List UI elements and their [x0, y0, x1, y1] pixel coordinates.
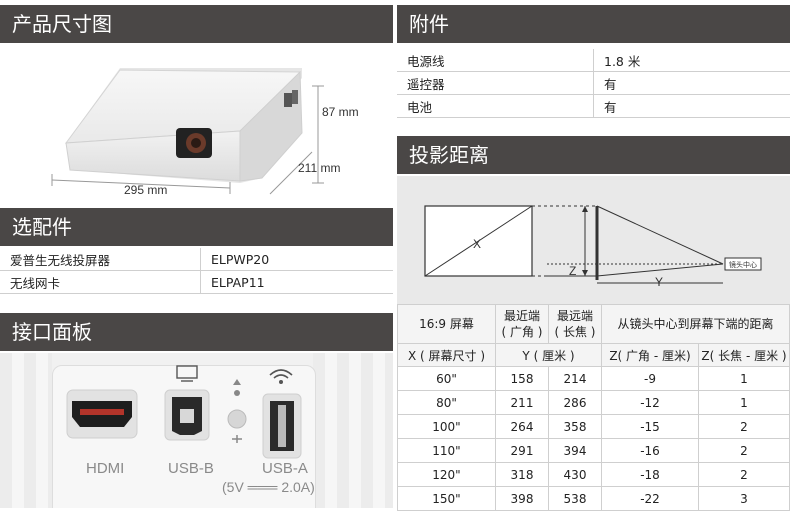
cell: 158	[495, 366, 549, 391]
table-header-row: 16:9 屏幕 最近端 ( 广角 ) 最远端 ( 长焦 ) 从镜头中心到屏幕下端…	[397, 304, 790, 344]
option-model: ELPWP20	[200, 248, 393, 271]
col-header: 从镜头中心到屏幕下端的距离	[601, 304, 790, 344]
option-model: ELPAP11	[200, 270, 393, 294]
diagram-z: Z	[569, 264, 576, 278]
cell: 150"	[397, 486, 496, 511]
usb-a-label: USB-A	[262, 460, 308, 477]
section-header-accessories: 附件	[397, 5, 790, 43]
section-header-interface: 接口面板	[0, 313, 393, 351]
cell: 398	[495, 486, 549, 511]
cell: -18	[601, 462, 699, 487]
cell: -9	[601, 366, 699, 391]
cell: 2	[698, 414, 790, 439]
table-row: 150" 398 538 -22 3	[397, 486, 790, 511]
cell: 60"	[397, 366, 496, 391]
table-row: 电源线 1.8 米	[397, 49, 790, 72]
distance-table: 16:9 屏幕 最近端 ( 广角 ) 最远端 ( 长焦 ) 从镜头中心到屏幕下端…	[397, 304, 790, 511]
table-row: 爱普生无线投屏器 ELPWP20	[0, 248, 393, 271]
accessories-table: 电源线 1.8 米 遥控器 有 电池 有	[397, 49, 790, 118]
cell: 318	[495, 462, 549, 487]
cell: -15	[601, 414, 699, 439]
accessory-name: 遥控器	[397, 71, 594, 95]
projection-diagram: X Z Y 镜头中心	[397, 176, 790, 304]
cell: -22	[601, 486, 699, 511]
cell: 291	[495, 438, 549, 463]
diagram-lens-label: 镜头中心	[729, 260, 757, 269]
cell: 2	[698, 438, 790, 463]
cell: 286	[548, 390, 602, 415]
table-row: 120" 318 430 -18 2	[397, 462, 790, 487]
cell: 120"	[397, 462, 496, 487]
service-button-icon	[227, 379, 247, 443]
interface-panel-photo: HDMI USB-B USB-A (5V ═══ 2.0A)	[0, 353, 393, 508]
diagram-x: X	[473, 237, 481, 251]
table-row: 80" 211 286 -12 1	[397, 390, 790, 415]
lens-center-box	[724, 257, 762, 271]
usb-a-spec: (5V ═══ 2.0A)	[222, 479, 315, 495]
col-header: 16:9 屏幕	[397, 304, 496, 344]
cell: 430	[548, 462, 602, 487]
width-dimension: 295 mm	[124, 183, 167, 197]
hdmi-label: HDMI	[86, 460, 125, 477]
usb-a-port-icon	[262, 393, 302, 459]
cell: 80"	[397, 390, 496, 415]
wifi-icon	[269, 369, 293, 384]
usb-b-label: USB-B	[168, 460, 214, 477]
section-header-size: 产品尺寸图	[0, 5, 393, 43]
hdmi-port-icon	[66, 389, 138, 439]
option-name: 爱普生无线投屏器	[0, 248, 201, 271]
section-header-options: 选配件	[0, 208, 393, 246]
accessory-name: 电池	[397, 94, 594, 118]
table-row: 100" 264 358 -15 2	[397, 414, 790, 439]
height-dimension: 87 mm	[322, 105, 359, 119]
monitor-icon	[176, 365, 198, 382]
table-row: 60" 158 214 -9 1	[397, 366, 790, 391]
cell: 214	[548, 366, 602, 391]
accessory-name: 电源线	[397, 49, 594, 72]
col-header: Y ( 厘米 )	[495, 343, 602, 367]
cell: 394	[548, 438, 602, 463]
col-header: Z( 长焦 - 厘米 )	[698, 343, 790, 367]
table-row: 无线网卡 ELPAP11	[0, 270, 393, 294]
col-header: Z( 广角 - 厘米)	[601, 343, 699, 367]
table-row: 电池 有	[397, 94, 790, 118]
cell: -12	[601, 390, 699, 415]
table-header-row: X ( 屏幕尺寸 ) Y ( 厘米 ) Z( 广角 - 厘米) Z( 长焦 - …	[397, 343, 790, 367]
diagram-y: Y	[655, 275, 663, 289]
col-header: X ( 屏幕尺寸 )	[397, 343, 496, 367]
options-table: 爱普生无线投屏器 ELPWP20 无线网卡 ELPAP11	[0, 248, 393, 294]
cell: 358	[548, 414, 602, 439]
cell: 211	[495, 390, 549, 415]
product-dimension-figure: 87 mm 211 mm 295 mm	[0, 48, 393, 203]
cell: 100"	[397, 414, 496, 439]
depth-dimension: 211 mm	[298, 161, 340, 175]
cell: 538	[548, 486, 602, 511]
option-name: 无线网卡	[0, 270, 201, 294]
accessory-value: 有	[593, 94, 790, 118]
col-header: 最近端 ( 广角 )	[495, 304, 549, 344]
cell: 1	[698, 366, 790, 391]
projector-illustration: 87 mm 211 mm 295 mm	[51, 68, 359, 197]
cell: -16	[601, 438, 699, 463]
usb-b-port-icon	[164, 389, 210, 441]
table-row: 110" 291 394 -16 2	[397, 438, 790, 463]
table-row: 遥控器 有	[397, 71, 790, 95]
accessory-value: 1.8 米	[593, 49, 790, 72]
col-header: 最远端 ( 长焦 )	[548, 304, 602, 344]
cell: 1	[698, 390, 790, 415]
accessory-value: 有	[593, 71, 790, 95]
cell: 2	[698, 462, 790, 487]
cell: 3	[698, 486, 790, 511]
cell: 264	[495, 414, 549, 439]
cell: 110"	[397, 438, 496, 463]
section-header-distance: 投影距离	[397, 136, 790, 174]
